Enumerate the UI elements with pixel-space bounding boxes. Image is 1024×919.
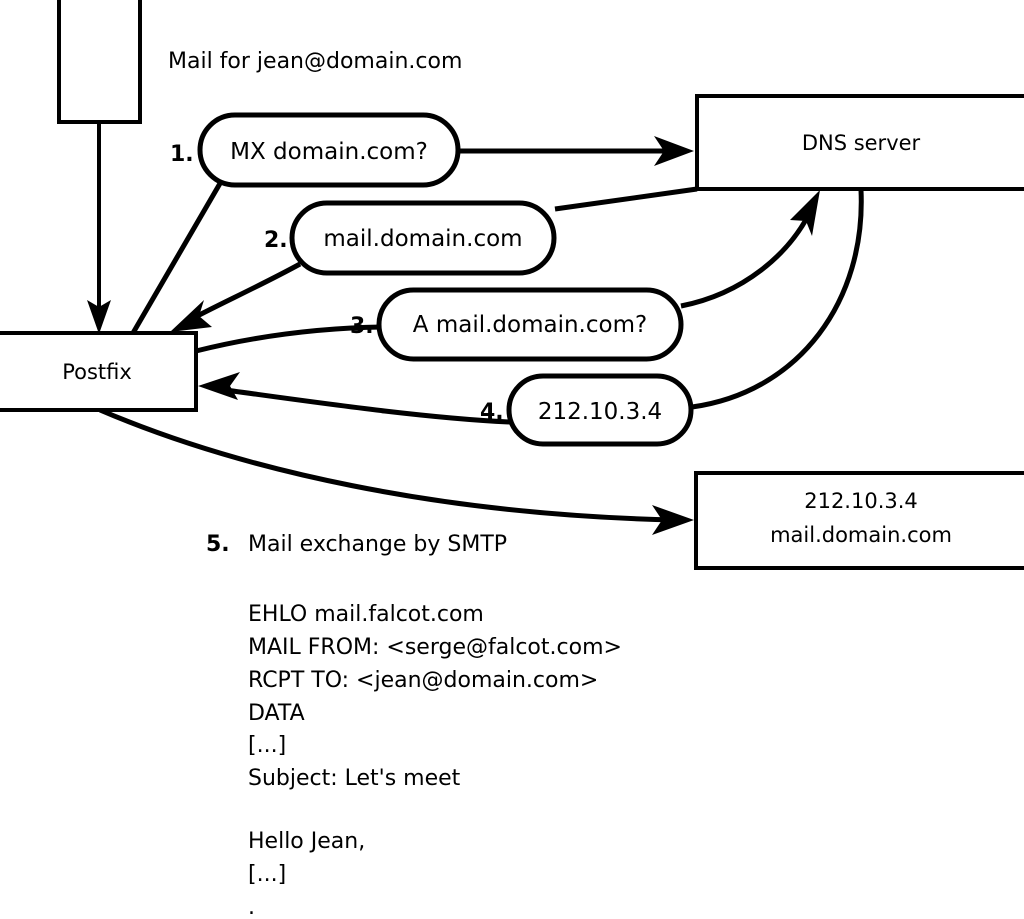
step-3-label: A mail.domain.com? (413, 312, 647, 338)
target-server-hostname: mail.domain.com (770, 523, 952, 547)
step-1-label: MX domain.com? (230, 139, 428, 165)
step-1-bubble (197, 112, 461, 188)
postfix-label: Postfix (62, 360, 132, 384)
step-1-group: 1. MX domain.com? (170, 112, 461, 188)
step-2-group: 2. mail.domain.com (264, 200, 557, 276)
target-server-ip: 212.10.3.4 (804, 489, 918, 513)
connector-step2-bubble-to-postfix (170, 261, 302, 332)
step-2-number: 2. (264, 228, 288, 253)
transcript-line-5: Subject: Let's meet (248, 766, 461, 791)
transcript-line-4: [...] (248, 733, 286, 758)
step-5-group: 5. Mail exchange by SMTP (206, 532, 507, 557)
step-2-bubble (289, 200, 557, 276)
connector-step1-bubble-to-postfix (130, 178, 225, 335)
connector-dns-to-step2-bubble (554, 186, 698, 212)
transcript-line-2: RCPT TO: <jean@domain.com> (248, 668, 598, 693)
step-2-label: mail.domain.com (323, 226, 522, 252)
step-4-label: 212.10.3.4 (538, 399, 662, 425)
connector-step4-bubble-to-postfix (198, 372, 511, 425)
connector-step3-bubble-to-dns (680, 190, 820, 309)
transcript-line-10: . (248, 895, 255, 919)
connector-sender-to-postfix (87, 122, 111, 334)
step-3-group: 3. A mail.domain.com? (350, 287, 684, 362)
transcript-line-0: EHLO mail.falcot.com (248, 602, 484, 627)
target-server-box (694, 471, 1024, 570)
target-server-node: 212.10.3.4 mail.domain.com (694, 471, 1024, 570)
step-5-label: Mail exchange by SMTP (248, 532, 507, 557)
step-4-number: 4. (480, 400, 504, 425)
transcript-line-3: DATA (248, 701, 305, 726)
step-3-number: 3. (350, 314, 374, 339)
mail-for-caption: Mail for jean@domain.com (168, 49, 462, 74)
transcript-line-7: Hello Jean, (248, 829, 365, 854)
dns-server-box (695, 94, 1024, 191)
step-3-bubble (376, 287, 684, 362)
postfix-node: Postfix (0, 331, 198, 412)
transcript-line-1: MAIL FROM: <serge@falcot.com> (248, 635, 622, 660)
connector-postfix-to-step3-bubble (195, 324, 383, 354)
postfix-box (0, 331, 198, 412)
step-5-number: 5. (206, 532, 230, 557)
connector-postfix-to-target (99, 407, 694, 535)
transcript-line-8: [...] (248, 862, 286, 887)
step-4-bubble (506, 373, 694, 447)
step-4-group: 4. 212.10.3.4 (480, 373, 694, 447)
dns-server-label: DNS server (802, 131, 921, 155)
step-1-number: 1. (170, 142, 194, 167)
connector-step1-bubble-to-dns (458, 136, 694, 166)
dns-server-node: DNS server (695, 94, 1024, 191)
smtp-transcript: EHLO mail.falcot.com MAIL FROM: <serge@f… (248, 602, 622, 919)
connector-dns-to-step4-bubble (691, 189, 864, 410)
sender-box (57, 0, 142, 124)
